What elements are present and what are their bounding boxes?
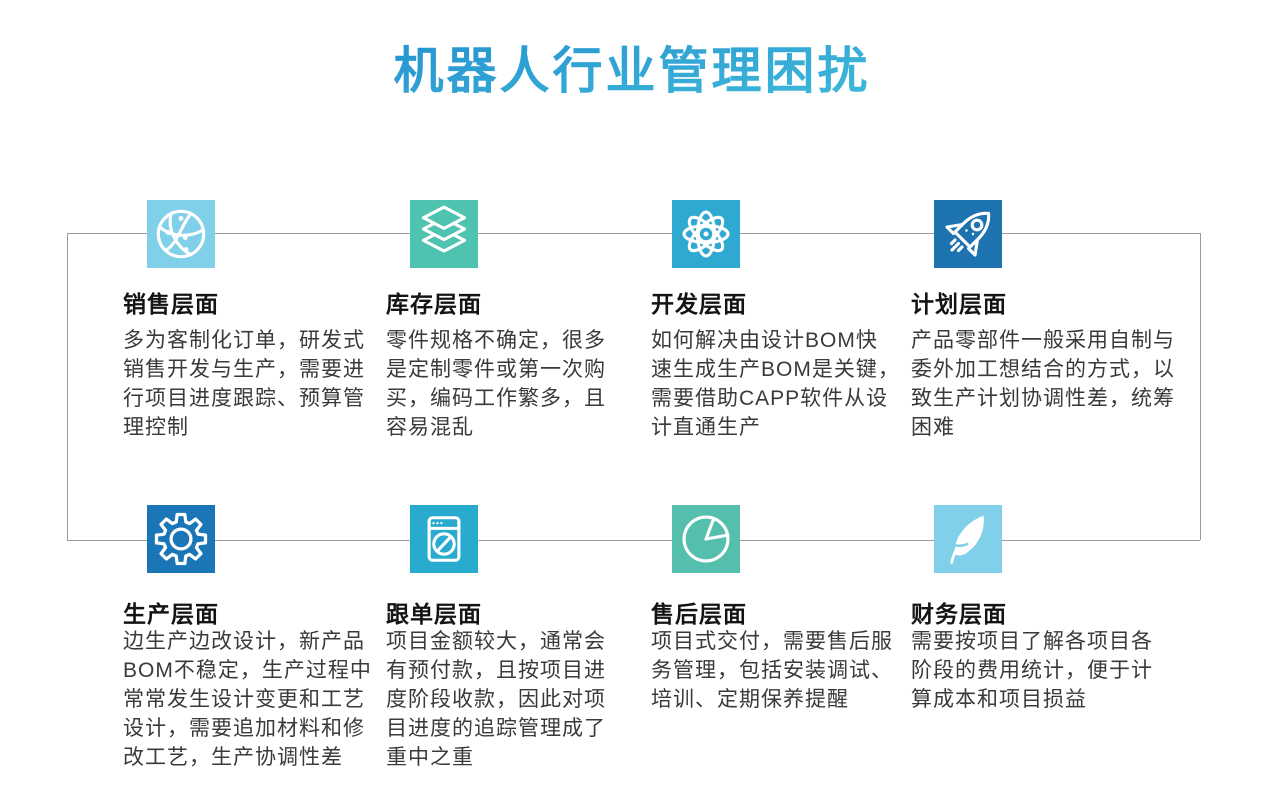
section-development: 开发层面 如何解决由设计BOM快 速生成生产BOM是关键， 需要借助CAPP软件… — [651, 200, 951, 500]
section-body: 多为客制化订单，研发式 销售开发与生产，需要进 行项目进度跟踪、预算管 理控制 — [123, 329, 365, 439]
section-title: 跟单层面 — [386, 601, 482, 627]
connector-right-vertical — [1200, 233, 1201, 540]
connector-row1-segment-4 — [740, 233, 934, 234]
section-title: 财务层面 — [911, 601, 1007, 627]
browser-compass-icon — [410, 505, 478, 573]
section-body: 项目金额较大，通常会 有预付款，且按项目进 度阶段收款，因此对项 目进度的追踪管… — [386, 630, 606, 769]
section-title: 库存层面 — [386, 291, 482, 317]
section-title: 销售层面 — [123, 291, 219, 317]
section-title: 售后层面 — [651, 601, 747, 627]
connector-row1-segment-3 — [478, 233, 672, 234]
globe-network-icon — [147, 200, 215, 268]
layers-icon — [410, 200, 478, 268]
section-title: 生产层面 — [123, 601, 219, 627]
atom-icon — [672, 200, 740, 268]
section-finance: 财务层面 需要按项目了解各项目各 阶段的费用统计，便于计 算成本和项目损益 — [911, 505, 1211, 805]
rocket-icon — [934, 200, 1002, 268]
section-body: 产品零部件一般采用自制与 委外加工想结合的方式，以 致生产计划协调性差，统筹 困… — [911, 329, 1175, 439]
section-production: 生产层面 边生产边改设计，新产品 BOM不稳定，生产过程中 常常发生设计变更和工… — [123, 505, 423, 805]
page-title: 机器人行业管理困扰 — [0, 42, 1264, 100]
section-order-tracking: 跟单层面 项目金额较大，通常会 有预付款，且按项目进 度阶段收款，因此对项 目进… — [386, 505, 686, 805]
section-body: 零件规格不确定，很多 是定制零件或第一次购 买，编码工作繁多，且 容易混乱 — [386, 329, 606, 439]
connector-row1-segment-1 — [67, 233, 147, 234]
section-body: 项目式交付，需要售后服 务管理，包括安装调试、 培训、定期保养提醒 — [651, 630, 893, 711]
section-body: 如何解决由设计BOM快 速生成生产BOM是关键， 需要借助CAPP软件从设 计直… — [651, 329, 900, 439]
section-body: 需要按项目了解各项目各 阶段的费用统计，便于计 算成本和项目损益 — [911, 630, 1153, 711]
connector-row2-segment-1 — [67, 540, 147, 541]
connector-row2-segment-4 — [740, 540, 934, 541]
gear-icon — [147, 505, 215, 573]
connector-row2-segment-5 — [1002, 540, 1200, 541]
feather-icon — [934, 505, 1002, 573]
section-inventory: 库存层面 零件规格不确定，很多 是定制零件或第一次购 买，编码工作繁多，且 容易… — [386, 200, 686, 500]
connector-row2-segment-2 — [215, 540, 410, 541]
section-body: 边生产边改设计，新产品 BOM不稳定，生产过程中 常常发生设计变更和工艺 设计，… — [123, 630, 372, 769]
connector-left-vertical — [67, 233, 68, 540]
connector-row1-segment-5 — [1002, 233, 1200, 234]
section-after-sales: 售后层面 项目式交付，需要售后服 务管理，包括安装调试、 培训、定期保养提醒 — [651, 505, 951, 805]
section-title: 开发层面 — [651, 291, 747, 317]
section-title: 计划层面 — [911, 291, 1007, 317]
section-planning: 计划层面 产品零部件一般采用自制与 委外加工想结合的方式，以 致生产计划协调性差… — [911, 200, 1211, 500]
pie-chart-icon — [672, 505, 740, 573]
connector-row2-segment-3 — [478, 540, 672, 541]
section-sales: 销售层面 多为客制化订单，研发式 销售开发与生产，需要进 行项目进度跟踪、预算管… — [123, 200, 423, 500]
connector-row1-segment-2 — [215, 233, 410, 234]
